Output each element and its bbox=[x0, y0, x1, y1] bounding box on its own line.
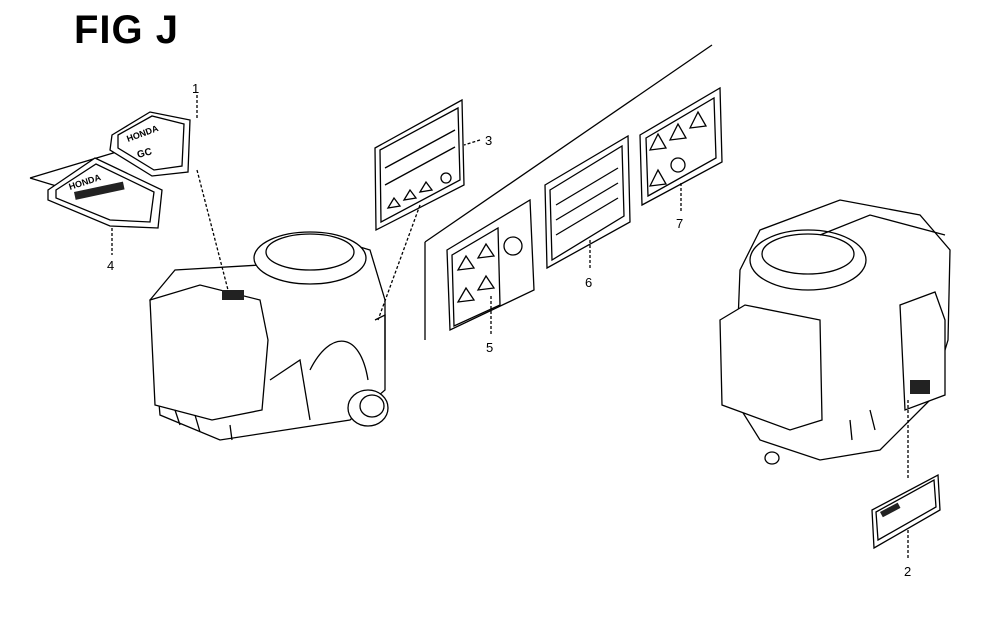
leader-lines bbox=[111, 95, 909, 560]
warning-label-7[interactable] bbox=[639, 86, 723, 207]
label-group-outline-center bbox=[424, 44, 713, 340]
callout-4: 4 bbox=[107, 258, 114, 273]
warning-label-5[interactable] bbox=[446, 198, 535, 332]
figure-title: FIG J bbox=[74, 8, 180, 52]
callout-3: 3 bbox=[485, 133, 492, 148]
emblem-label-4[interactable]: HONDA bbox=[47, 157, 163, 229]
spec-label-2[interactable] bbox=[871, 473, 941, 550]
warning-label-3[interactable] bbox=[374, 98, 465, 232]
callout-1: 1 bbox=[192, 81, 199, 96]
callout-6: 6 bbox=[585, 275, 592, 290]
warning-label-6[interactable] bbox=[544, 134, 631, 270]
callout-2: 2 bbox=[904, 564, 911, 579]
emblem-label-1[interactable]: HONDA GC bbox=[109, 111, 191, 177]
callout-7: 7 bbox=[676, 216, 683, 231]
svg-text:GC: GC bbox=[136, 146, 153, 161]
callout-5: 5 bbox=[486, 340, 493, 355]
engine-left bbox=[149, 231, 389, 441]
engine-right bbox=[719, 199, 951, 465]
